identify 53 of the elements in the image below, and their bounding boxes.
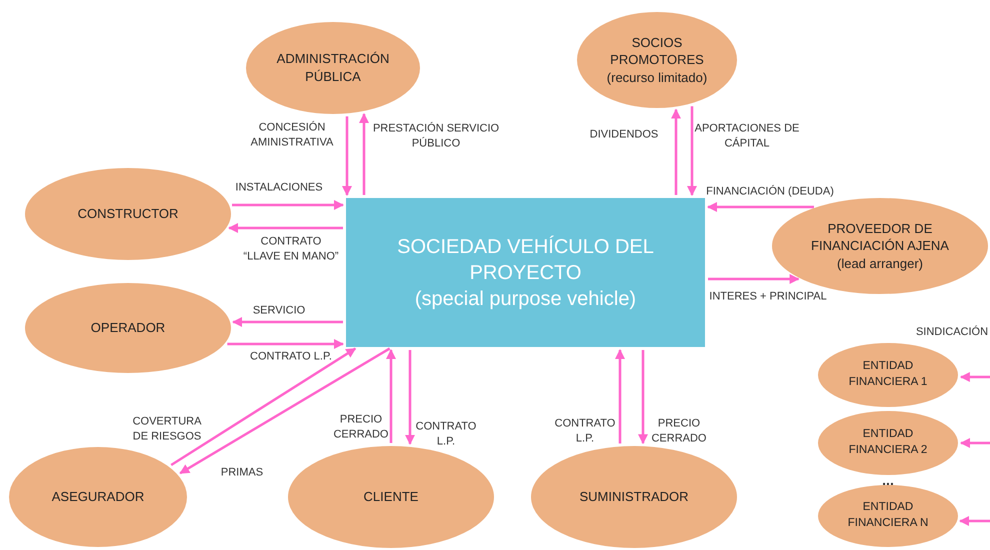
annotation-text: SINDICACIÓN (916, 326, 988, 338)
node-label: CLIENTE (364, 488, 418, 506)
node-label: (lead arranger) (837, 254, 923, 272)
arrow (170, 348, 356, 466)
edge-label: APORTACIONES DE CÁPITAL (694, 122, 800, 152)
edge-label: CONTRATO “LLAVE EN MANO” (243, 234, 339, 265)
edge-label: CONTRATO L.P. (554, 416, 616, 447)
arrow (638, 350, 648, 444)
arrow (671, 108, 681, 195)
edge-label: PRECIO CERRADO (332, 412, 390, 443)
edge-label: FINANCIACIÓN (DEUDA) (706, 184, 834, 200)
arrow (708, 274, 800, 284)
edge-label: CONTRATO L.P. (415, 420, 477, 450)
node-label: (recurso limitado) (606, 68, 708, 86)
edge-label: CONTRATO L.P. (250, 349, 332, 364)
node-label: ENTIDAD FINANCIERA 2 (848, 427, 928, 458)
ellipsis-text: ... (882, 472, 894, 488)
arrow (228, 223, 343, 233)
node-label: ADMINISTRACIÓN PÚBLICA (276, 50, 390, 86)
node-title: (special purpose vehicle) (414, 286, 636, 312)
edge-label: INSTALACIONES (235, 180, 323, 196)
edge-label: PRIMAS (220, 465, 264, 480)
node-label: CONSTRUCTOR (78, 205, 178, 223)
node-title: SOCIEDAD VEHÍCULO DEL PROYECTO (396, 234, 655, 286)
arrow (960, 372, 990, 382)
arrow (687, 106, 697, 196)
node-label: SOCIOS PROMOTORES (609, 34, 705, 69)
arrow (959, 516, 990, 526)
arrow (232, 200, 344, 210)
arrow (405, 350, 415, 445)
arrow (227, 339, 344, 349)
edge-label: PRECIO CERRADO (650, 416, 708, 447)
arrow (960, 438, 990, 448)
node-label: ENTIDAD FINANCIERA 1 (848, 359, 928, 390)
edge-label: CONCESIÓN AMINISTRATIVA (250, 120, 334, 151)
arrow (232, 317, 343, 327)
node-label: ASEGURADOR (52, 488, 144, 506)
node-label: OPERADOR (90, 319, 166, 337)
arrow (342, 116, 352, 196)
edge-label: INTERES + PRINCIPAL (709, 289, 827, 304)
edge-label: PRESTACIÓN SERVICIO PÚBLICO (372, 122, 500, 152)
node-label: PROVEEDOR DE FINANCIACIÓN AJENA (810, 220, 950, 255)
node-label: ENTIDAD FINANCIERA N (846, 500, 930, 531)
node-label: SUMINISTRADOR (579, 488, 689, 506)
arrow (359, 113, 369, 195)
process-box (346, 198, 705, 347)
arrow (615, 349, 625, 444)
edge-label: SERVICIO (252, 303, 306, 318)
edge-label: COVERTURA DE RIESGOS (132, 414, 202, 445)
arrow (386, 349, 396, 443)
arrow (179, 347, 390, 474)
edge-label: DIVIDENDOS (590, 127, 658, 142)
arrow (707, 202, 814, 212)
